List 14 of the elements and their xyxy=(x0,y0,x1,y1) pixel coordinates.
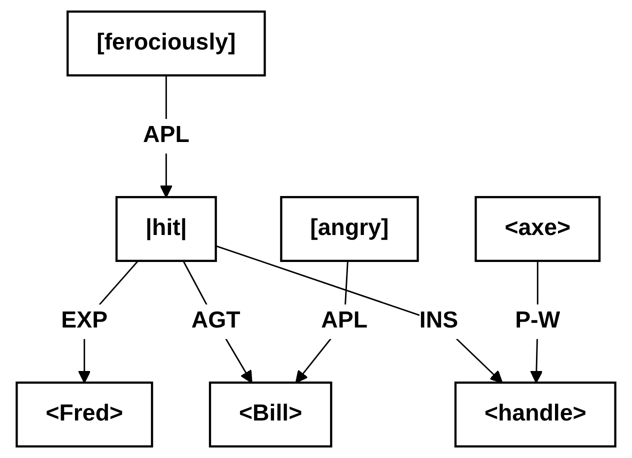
edge-label: INS xyxy=(419,308,458,334)
node-box: <Fred> xyxy=(16,382,154,448)
node-box: [ferociously] xyxy=(66,10,266,76)
node-box: |hit| xyxy=(115,196,217,262)
node-box: <Bill> xyxy=(208,382,332,448)
edge-label: AGT xyxy=(191,308,240,334)
node-box: <axe> xyxy=(474,196,601,262)
edge-label: EXP xyxy=(61,308,108,334)
edge-label: APL xyxy=(143,123,190,148)
arrow xyxy=(182,260,252,384)
node-box: <handle> xyxy=(454,382,616,448)
node-box: [angry] xyxy=(280,196,419,262)
edge-label: APL xyxy=(321,308,368,334)
edge-label: P-W xyxy=(515,308,560,334)
